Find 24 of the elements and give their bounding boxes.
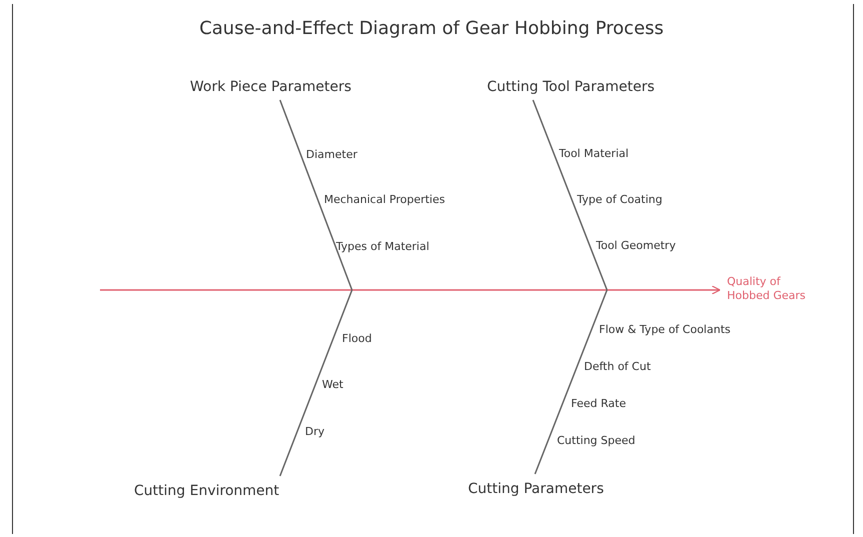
bone-line: [279, 100, 353, 290]
diagram-title: Cause-and-Effect Diagram of Gear Hobbing Process: [198, 18, 665, 39]
cause-label: Wet: [322, 378, 344, 391]
cause-label: Diameter: [306, 148, 358, 161]
cause-label: Tool Geometry: [596, 239, 676, 252]
cause-label: Type of Coating: [577, 193, 662, 206]
category-label: Cutting Parameters: [468, 481, 604, 497]
cause-label: Mechanical Properties: [324, 193, 445, 206]
cause-label: Types of Material: [336, 240, 430, 253]
cause-label: Tool Material: [559, 147, 629, 160]
category-label: Cutting Environment: [134, 483, 280, 499]
cause-label: Defth of Cut: [584, 360, 651, 373]
cause-label: Flow & Type of Coolants: [599, 323, 730, 336]
bone-line: [534, 290, 608, 474]
bone-line: [532, 100, 608, 290]
bone-line: [279, 290, 353, 476]
cause-label: Dry: [305, 425, 325, 438]
cause-label: Flood: [342, 332, 372, 345]
spine-arrow: [100, 285, 721, 295]
cause-label: Cutting Speed: [557, 434, 636, 447]
cause-label: Feed Rate: [571, 397, 626, 410]
category-label: Cutting Tool Parameters: [487, 79, 655, 95]
effect-label: Quality of Hobbed Gears: [727, 275, 822, 303]
category-label: Work Piece Parameters: [190, 79, 352, 95]
